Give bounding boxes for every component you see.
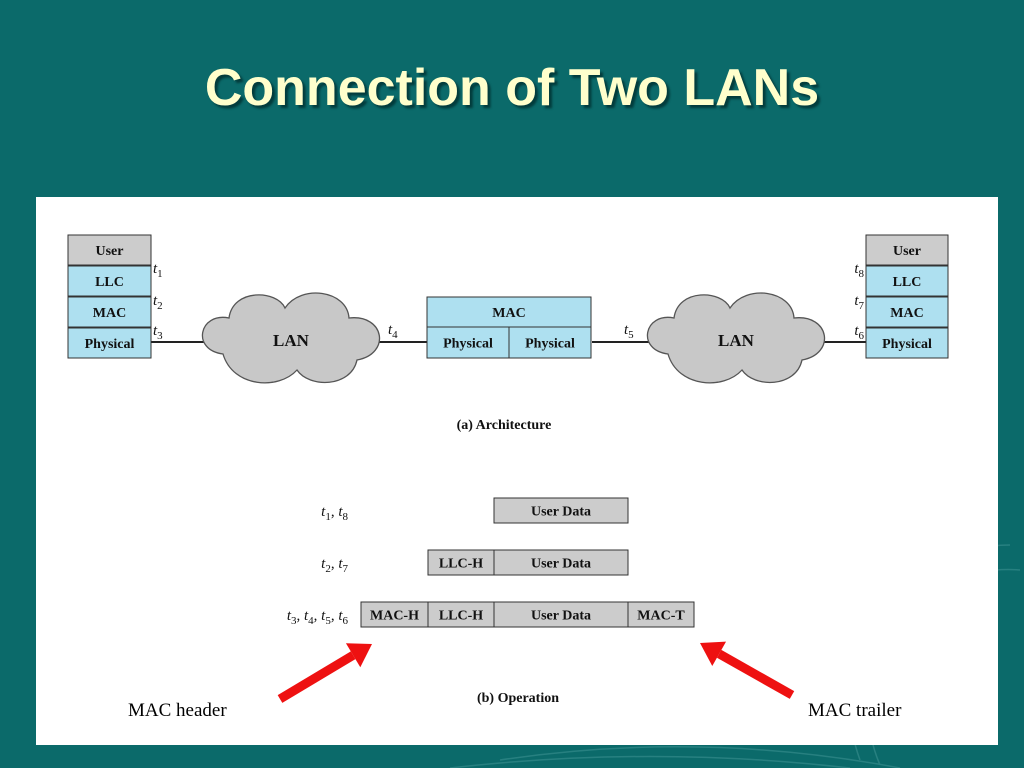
left-stack-user-rect xyxy=(67,234,152,266)
left-stack-mac-label: MAC xyxy=(93,306,126,321)
lan-cloud-left-label: LAN xyxy=(273,331,310,350)
link-time-right: t5 xyxy=(624,322,634,341)
left-stack-llc-label: LLC xyxy=(95,275,124,290)
op-row-3-mac-t-rect xyxy=(627,601,695,628)
lan-cloud-left: LAN xyxy=(201,292,381,384)
right-stack-physical: Physical xyxy=(865,327,949,359)
op-row-3-llc-h: LLC-H xyxy=(427,601,495,628)
left-stack-llc-rect xyxy=(67,265,152,297)
mac-trailer-arrow-head xyxy=(700,641,727,667)
left-stack-mac: MAC xyxy=(67,296,152,328)
op-row-3-user-data: User Data xyxy=(493,601,629,628)
bridge-physical-left-rect xyxy=(426,326,510,359)
left-stack-user-label: User xyxy=(96,244,124,259)
left-stack-mac-rect xyxy=(67,296,152,328)
link-time-left: t4 xyxy=(388,322,398,341)
mac-header-arrow xyxy=(277,643,372,703)
bridge-physical-right: Physical xyxy=(508,326,592,359)
lan-cloud-left-shape xyxy=(201,292,381,384)
mac-trailer-label: MAC trailer xyxy=(808,700,902,721)
right-time-1: t8 xyxy=(854,261,864,280)
operation-caption: (b) Operation xyxy=(477,691,559,706)
op-row-3-mac-t: MAC-T xyxy=(627,601,695,628)
bridge-physical-left: Physical xyxy=(426,326,510,359)
op-row-3-times: t3, t4, t5, t6 xyxy=(287,608,349,627)
right-stack-mac-rect xyxy=(865,296,949,328)
op-row-3-mac-h-label: MAC-H xyxy=(370,609,419,624)
architecture-caption: (a) Architecture xyxy=(457,418,552,433)
right-stack-user: User xyxy=(865,234,949,266)
op-row-2-user-data-label: User Data xyxy=(531,557,591,572)
left-stack-physical: Physical xyxy=(67,327,152,359)
op-row-2-user-data-rect xyxy=(493,549,629,576)
op-row-1-user-data-label: User Data xyxy=(531,505,591,520)
right-stack-mac: MAC xyxy=(865,296,949,328)
right-time-3: t6 xyxy=(854,323,864,342)
op-row-3-mac-t-label: MAC-T xyxy=(637,609,685,624)
right-stack-user-label: User xyxy=(893,244,921,259)
right-stack-mac-label: MAC xyxy=(890,306,923,321)
left-time-3: t3 xyxy=(153,323,163,342)
op-row-1-times: t1, t8 xyxy=(321,504,348,523)
op-row-2-times: t2, t7 xyxy=(321,556,348,575)
bridge-mac: MAC xyxy=(426,296,592,328)
left-stack-physical-label: Physical xyxy=(85,337,135,352)
right-stack-user-rect xyxy=(865,234,949,266)
left-stack-llc: LLC xyxy=(67,265,152,297)
lan-cloud-right: LAN xyxy=(646,292,826,384)
op-row-2-llc-h-label: LLC-H xyxy=(439,557,483,572)
left-stack-user: User xyxy=(67,234,152,266)
right-time-2: t7 xyxy=(854,293,864,312)
left-stack-physical-rect xyxy=(67,327,152,359)
right-stack-llc-label: LLC xyxy=(893,275,922,290)
right-stack-physical-rect xyxy=(865,327,949,359)
right-stack-physical-label: Physical xyxy=(882,337,932,352)
op-row-2-user-data: User Data xyxy=(493,549,629,576)
right-stack-llc: LLC xyxy=(865,265,949,297)
right-stack-llc-rect xyxy=(865,265,949,297)
op-row-3-llc-h-rect xyxy=(427,601,495,628)
left-time-2: t2 xyxy=(153,293,163,312)
op-row-1-user-data: User Data xyxy=(493,497,629,524)
bridge-mac-label: MAC xyxy=(492,306,525,321)
op-row-3-mac-h: MAC-H xyxy=(360,601,429,628)
op-row-1-user-data-rect xyxy=(493,497,629,524)
mac-trailer-arrow xyxy=(700,641,795,699)
mac-trailer-arrow-shaft xyxy=(716,649,795,699)
bridge-physical-right-rect xyxy=(508,326,592,359)
bridge-physical-left-label: Physical xyxy=(443,337,493,352)
op-row-3-mac-h-rect xyxy=(360,601,429,628)
mac-header-arrow-head xyxy=(345,643,372,668)
mac-header-arrow-shaft xyxy=(277,651,356,703)
op-row-2-llc-h: LLC-H xyxy=(427,549,495,576)
left-time-1: t1 xyxy=(153,261,163,280)
slide-title: Connection of Two LANs xyxy=(204,59,820,117)
op-row-3-user-data-label: User Data xyxy=(531,609,591,624)
lan-cloud-right-shape xyxy=(646,292,826,384)
mac-header-label: MAC header xyxy=(128,700,227,721)
lan-cloud-right-label: LAN xyxy=(718,331,755,350)
bridge-physical-right-label: Physical xyxy=(525,337,575,352)
op-row-3-llc-h-label: LLC-H xyxy=(439,609,483,624)
op-row-2-llc-h-rect xyxy=(427,549,495,576)
